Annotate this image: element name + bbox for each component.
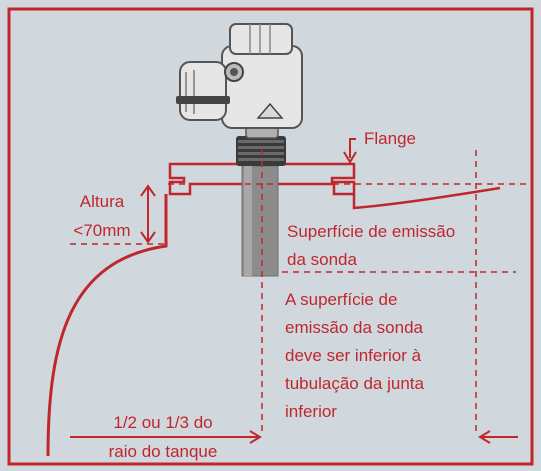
note-line-3: deve ser inferior à xyxy=(285,346,422,365)
height-label-line2: <70mm xyxy=(73,221,131,240)
probe-tube-highlight xyxy=(244,166,252,276)
note-line-2: emissão da sonda xyxy=(285,318,423,337)
radar-level-sensor-icon xyxy=(176,23,303,129)
emission-surface-label-line1: Superfície de emissão xyxy=(287,222,456,241)
flange-label: Flange xyxy=(364,129,416,148)
height-dimension-arrow xyxy=(140,184,156,244)
tank-left-wall xyxy=(46,194,168,457)
emission-surface-label-line2: da sonda xyxy=(287,250,357,269)
radius-label-line2: raio do tanque xyxy=(108,442,218,461)
outer-frame xyxy=(7,7,534,466)
note-line-1: A superfície de xyxy=(285,290,398,309)
radius-arrow-left xyxy=(70,430,262,444)
radius-label-line1: 1/2 ou 1/3 do xyxy=(113,413,213,432)
height-label-line1: Altura xyxy=(79,192,125,211)
note-line-5: inferior xyxy=(285,402,337,421)
tank-right-wall xyxy=(352,186,501,210)
note-line-4: tubulação da junta xyxy=(285,374,424,393)
flange-leader-arrow xyxy=(343,138,357,164)
radius-arrow-right xyxy=(478,430,518,444)
